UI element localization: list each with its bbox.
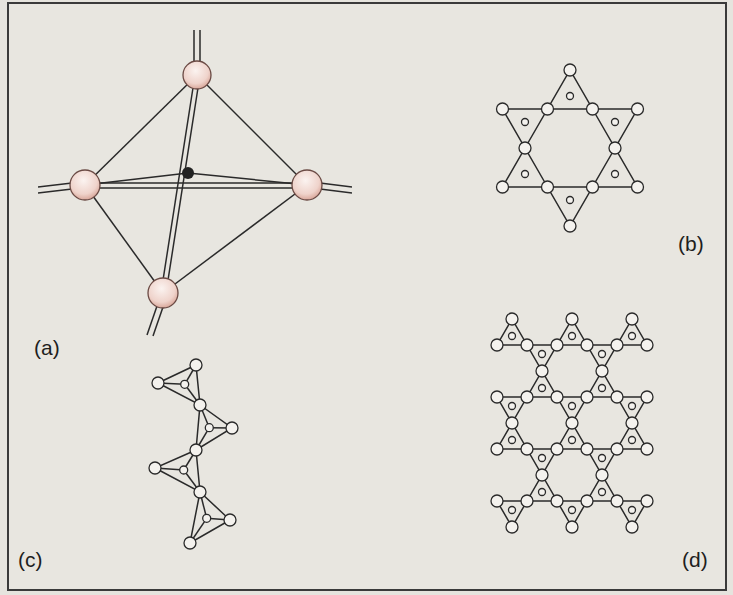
- tetrahedron: [38, 30, 352, 336]
- silicon-atom: [182, 167, 194, 179]
- ring-atoms: [497, 64, 644, 232]
- sheet-atoms: [491, 313, 653, 533]
- oxygen-atoms: [70, 61, 322, 308]
- frame: [8, 3, 726, 590]
- panel-label: (c): [18, 548, 43, 571]
- ring-tetrahedra: [503, 70, 638, 226]
- chain-tetrahedra: [155, 365, 232, 543]
- panel-label: (d): [682, 548, 708, 571]
- panel-label: (b): [678, 232, 704, 255]
- sheet-tetrahedra: [497, 319, 647, 527]
- panel-label: (a): [34, 336, 60, 359]
- chain-atoms: [149, 359, 238, 549]
